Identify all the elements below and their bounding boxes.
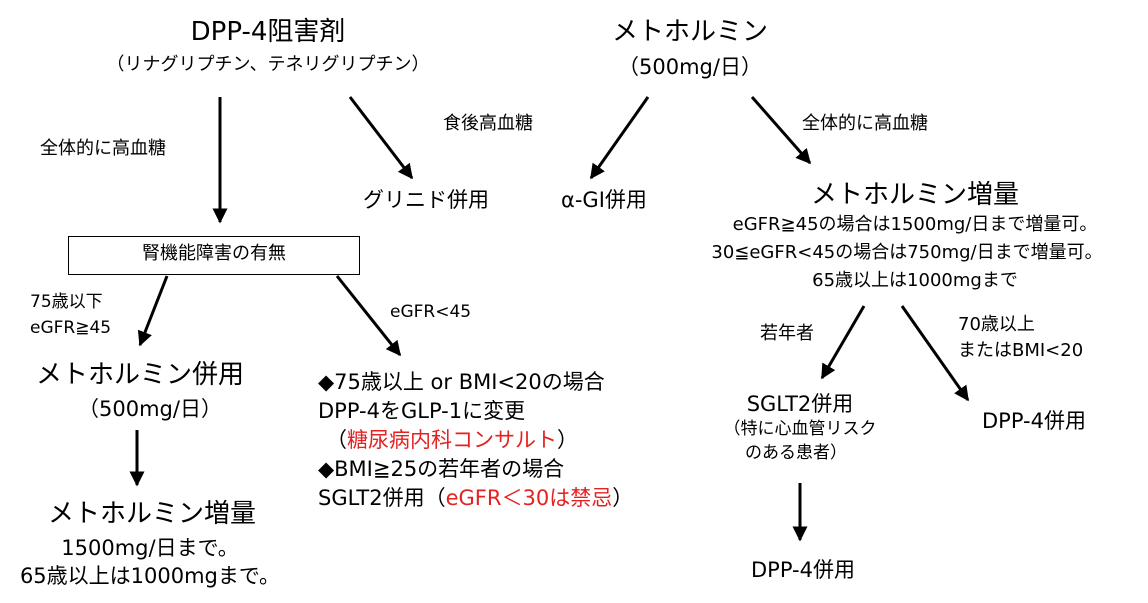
dpp4-combination-bottom: DPP-4併用	[751, 558, 855, 582]
endocrinology-consult-warning: 糖尿病内科コンサルト	[347, 428, 557, 452]
metformin-increase-left-line2: 65歳以上は1000mgまで。	[19, 564, 281, 588]
metformin-increase-left-title: メトホルミン増量	[47, 499, 257, 529]
arrow-metformin-to-increase	[750, 96, 812, 165]
metformin-increase-right-title: メトホルミン増量	[810, 180, 1020, 210]
dpp4-inhibitor-title: DPP-4阻害剤	[190, 17, 346, 47]
label-egfr-ge45: eGFR≧45	[30, 318, 112, 338]
label-egfr-lt45: eGFR<45	[390, 302, 472, 322]
sglt2-note-line2: のある患者）	[745, 443, 847, 463]
sglt2-note-line1: （特に心血管リスク	[723, 419, 877, 439]
renal-detail-line3-close: ）	[557, 428, 578, 452]
egfr-contraindication-warning: eGFR＜30は禁忌	[445, 486, 613, 510]
metformin-combination-title: メトホルミン併用	[35, 360, 245, 390]
metformin-increase-right-line3: 65歳以上は1000mgまで	[812, 270, 1018, 291]
renal-detail-line1: ◆75歳以上 or BMI<20の場合	[318, 370, 605, 394]
label-bmi-lt20: またはBMI<20	[958, 340, 1084, 361]
renal-detail-line5-close: ）	[612, 486, 634, 510]
metformin-title: メトホルミン	[611, 17, 769, 47]
alpha-gi-combination: α-GI併用	[561, 188, 647, 212]
metformin-increase-left-line1: 1500mg/日まで。	[61, 536, 239, 560]
label-overall-hyperglycemia-right: 全体的に高血糖	[802, 113, 928, 134]
sglt2-combination: SGLT2併用	[746, 392, 854, 416]
arrow-increase-to-sglt2	[820, 305, 866, 380]
renal-detail-line3-open: （	[326, 428, 347, 452]
arrow-metformin-to-agi	[589, 96, 650, 180]
renal-detail-line4: ◆BMI≧25の若年者の場合	[318, 457, 565, 481]
label-overall-hyperglycemia-left: 全体的に高血糖	[40, 138, 166, 159]
arrow-increase-to-dpp4	[900, 305, 970, 402]
metformin-increase-right-line2: 30≦eGFR<45の場合は750mg/日まで増量可。	[711, 242, 1103, 263]
renal-detail-line5: SGLT2併用（eGFR＜30は禁忌）	[318, 486, 633, 511]
renal-detail-line5-text: SGLT2併用（	[318, 486, 446, 510]
renal-detail-line2: DPP-4をGLP-1に変更	[318, 399, 526, 423]
label-young: 若年者	[760, 323, 814, 344]
arrow-renal-to-egfr-lt45	[335, 275, 402, 357]
renal-impairment-label: 腎機能障害の有無	[142, 243, 286, 264]
metformin-combination-dose: （500mg/日）	[78, 397, 222, 421]
metformin-subtitle: （500mg/日）	[618, 55, 762, 79]
label-postprandial-hyperglycemia: 食後高血糖	[443, 113, 533, 134]
dpp4-combination-right: DPP-4併用	[982, 409, 1086, 433]
renal-impairment-box: 腎機能障害の有無	[68, 236, 360, 275]
label-age-70-or-over: 70歳以上	[958, 314, 1035, 335]
dpp4-inhibitor-subtitle: （リナグリプチン、テネリグリプチン）	[106, 54, 430, 75]
arrow-dpp4-to-glinide	[348, 96, 414, 180]
glinide-combination: グリニド併用	[363, 188, 489, 212]
metformin-increase-right-line1: eGFR≧45の場合は1500mg/日まで増量可。	[732, 214, 1098, 235]
label-age-75-or-under: 75歳以下	[30, 292, 103, 312]
arrow-renal-to-metformin-combo	[137, 275, 169, 347]
renal-detail-line3: （糖尿病内科コンサルト）	[326, 428, 578, 453]
